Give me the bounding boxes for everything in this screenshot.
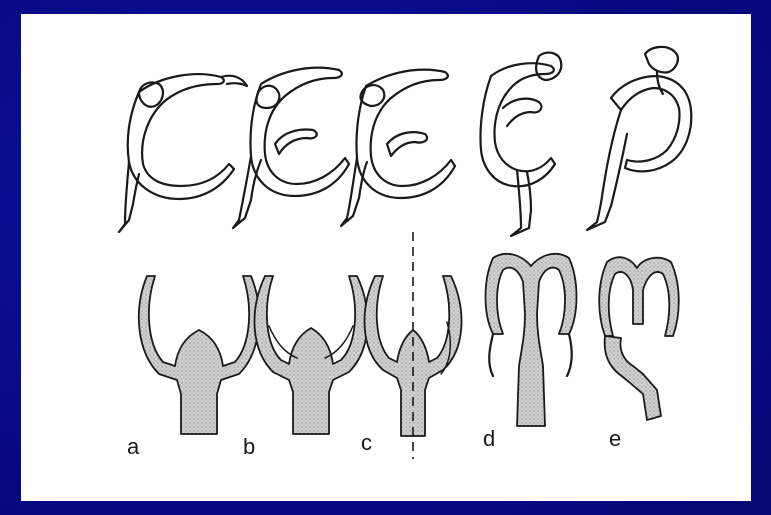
frontal-view-b [255,276,368,434]
frontal-view-e [599,257,679,420]
label-d: d [483,426,495,451]
frontal-view-c [365,232,462,459]
anatomy-diagram: a b c d e [21,14,751,501]
label-a: a [127,434,140,459]
slide-panel: a b c d e [21,14,751,501]
lateral-view-e [587,47,691,230]
label-e: e [609,426,621,451]
lateral-view-c [341,70,455,226]
lateral-view-b [233,68,349,228]
frontal-view-d [486,254,577,426]
frontal-view-a [139,276,259,434]
lateral-view-d [480,53,561,236]
label-b: b [243,434,255,459]
label-c: c [361,430,372,455]
lateral-view-a [119,74,247,232]
